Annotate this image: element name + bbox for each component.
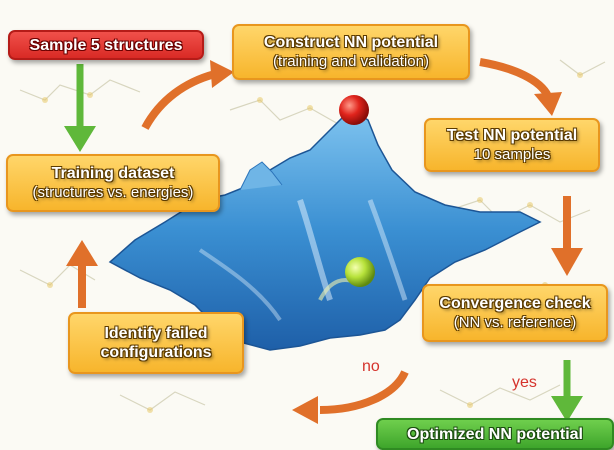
arrow-test-to-convergence: [551, 196, 583, 276]
arrow-sample-to-training: [64, 64, 96, 152]
test-nn-title: Test NN potential: [446, 127, 578, 144]
arrow-construct-to-test: [479, 58, 562, 116]
identify-failed-line1: Identify failed: [104, 325, 208, 342]
identify-failed-line2: configurations: [100, 344, 212, 361]
yes-label: yes: [512, 374, 537, 391]
red-ball-icon: [339, 95, 369, 125]
molecule-atoms: [42, 72, 583, 413]
test-nn-subtitle: 10 samples: [473, 146, 551, 163]
convergence-check-title: Convergence check: [439, 295, 591, 312]
energy-surface: [108, 111, 542, 351]
arrow-training-to-construct: [141, 60, 234, 130]
no-label: no: [362, 358, 380, 375]
test-nn-box: Test NN potential 10 samples: [424, 118, 600, 172]
green-ball-icon: [345, 257, 375, 287]
arrow-convergence-to-optimized: [551, 360, 583, 422]
optimized-nn-label: Optimized NN potential: [407, 425, 583, 443]
sample-structures-label: Sample 5 structures: [29, 36, 183, 54]
training-dataset-box: Training dataset (structures vs. energie…: [6, 154, 220, 212]
sample-structures-box: Sample 5 structures: [8, 30, 204, 60]
arrow-convergence-to-failed: [292, 370, 409, 424]
convergence-check-subtitle: (NN vs. reference): [453, 314, 577, 331]
identify-failed-box: Identify failed configurations: [68, 312, 244, 374]
arrow-failed-to-training: [66, 240, 98, 308]
construct-nn-title: Construct NN potential: [263, 34, 439, 51]
convergence-check-box: Convergence check (NN vs. reference): [422, 284, 608, 342]
construct-nn-subtitle: (training and validation): [273, 53, 429, 70]
optimized-nn-box: Optimized NN potential: [376, 418, 614, 450]
training-dataset-subtitle: (structures vs. energies): [32, 184, 194, 201]
construct-nn-box: Construct NN potential (training and val…: [232, 24, 470, 80]
training-dataset-title: Training dataset: [51, 165, 175, 182]
